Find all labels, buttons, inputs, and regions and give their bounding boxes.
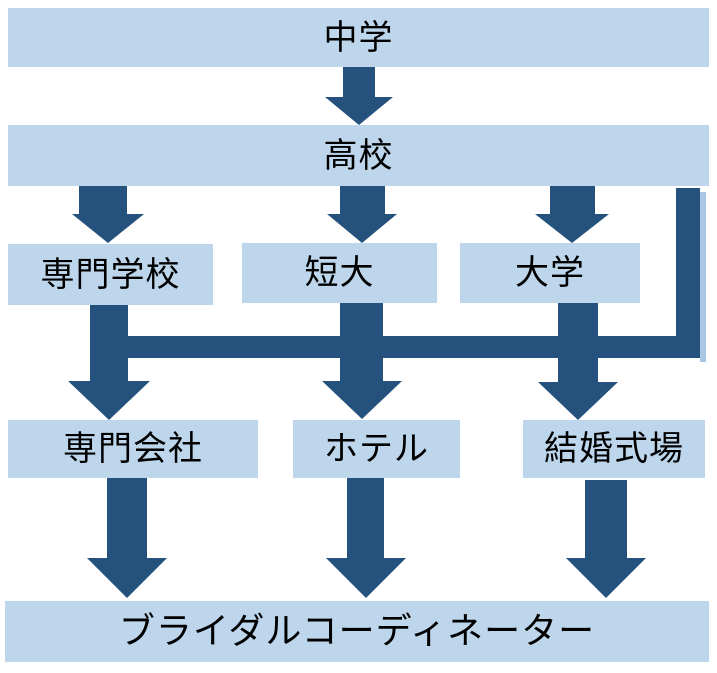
arrow-down-icon [72, 214, 144, 243]
node-university: 大学 [460, 243, 640, 303]
arrow-down-icon [68, 381, 150, 420]
arrow-shaft [343, 67, 375, 98]
arrow-shaft [90, 305, 128, 382]
node-specialized-company-label: 専門会社 [63, 429, 203, 469]
arrow-shaft [558, 303, 598, 383]
arrow-down-icon [322, 381, 402, 419]
arrow-down-icon [535, 214, 609, 243]
arrow-down-icon [87, 558, 167, 598]
arrow-shaft [340, 303, 383, 382]
arrow-down-icon [327, 214, 397, 243]
arrow-shaft [550, 186, 595, 215]
node-high-school-label: 高校 [323, 135, 394, 176]
arrow-down-icon [326, 558, 406, 598]
connector-merge-bar [90, 336, 700, 358]
node-university-label: 大学 [515, 253, 585, 293]
node-bridal-coordinator: ブライダルコーディネーター [5, 601, 709, 662]
arrow-shaft [107, 478, 147, 559]
node-bridal-coordinator-label: ブライダルコーディネーター [118, 610, 596, 652]
connector-edge-highlight [700, 192, 706, 362]
node-middle-school-label: 中学 [323, 17, 394, 58]
node-hotel-label: ホテル [324, 429, 429, 469]
node-specialized-company: 専門会社 [8, 420, 258, 478]
arrow-shaft [340, 186, 385, 215]
node-vocational-school-label: 専門学校 [40, 254, 181, 295]
arrow-down-icon [566, 558, 646, 598]
arrow-shaft [347, 478, 384, 559]
arrow-shaft [79, 186, 127, 215]
node-wedding-hall: 結婚式場 [523, 420, 705, 478]
node-vocational-school: 専門学校 [8, 244, 213, 305]
node-high-school: 高校 [8, 125, 709, 186]
node-junior-college-label: 短大 [304, 253, 375, 293]
node-middle-school: 中学 [8, 8, 709, 67]
arrow-shaft [585, 480, 627, 559]
node-hotel: ホテル [293, 420, 460, 478]
arrow-down-icon [538, 382, 618, 420]
node-junior-college: 短大 [242, 243, 437, 303]
connector-vertical-bar [676, 188, 700, 358]
node-wedding-hall-label: 結婚式場 [544, 429, 684, 469]
arrow-down-icon [325, 97, 393, 125]
